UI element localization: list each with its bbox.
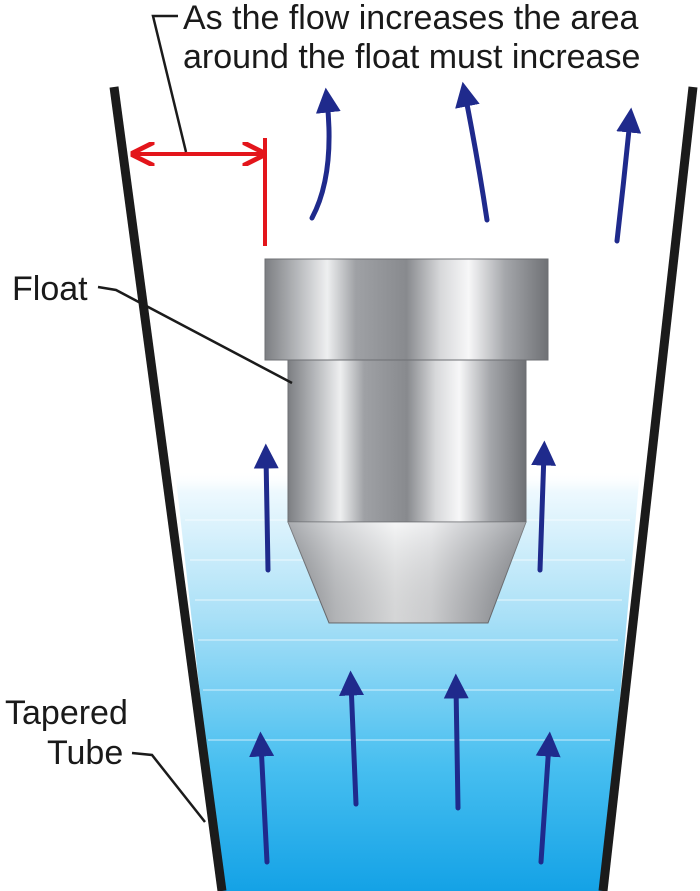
leader-lines bbox=[97, 14, 293, 823]
float bbox=[264, 258, 549, 624]
tube-wall-left bbox=[109, 86, 227, 891]
flow-arrow-top-right bbox=[614, 107, 642, 244]
tube-wall-right bbox=[598, 86, 698, 891]
flow-arrows bbox=[249, 81, 642, 865]
tube-leader bbox=[131, 751, 206, 823]
tube-label-line-1: Tapered bbox=[5, 694, 128, 732]
flow-arrow-mid-left bbox=[253, 443, 279, 573]
gap-dimension bbox=[133, 138, 267, 246]
annotation-leader bbox=[151, 14, 188, 153]
flow-arrow-low-4 bbox=[535, 731, 561, 865]
flow-arrow-mid-right bbox=[531, 440, 557, 573]
float-top-cap bbox=[264, 258, 549, 361]
fluid bbox=[175, 470, 640, 891]
float-body bbox=[287, 359, 527, 523]
flow-arrow-top-center bbox=[455, 81, 490, 223]
annotation-line-2: around the float must increase bbox=[183, 38, 640, 76]
float-leader bbox=[97, 285, 293, 385]
flow-arrow-low-1 bbox=[249, 731, 275, 865]
flow-arrow-low-2 bbox=[339, 670, 365, 807]
tube-label-line-2: Tube bbox=[47, 734, 123, 772]
flow-arrow-low-3 bbox=[443, 673, 469, 811]
flow-arrow-top-left bbox=[309, 87, 341, 221]
float-label: Float bbox=[12, 270, 88, 308]
annotation-line-1: As the flow increases the area bbox=[183, 0, 639, 37]
